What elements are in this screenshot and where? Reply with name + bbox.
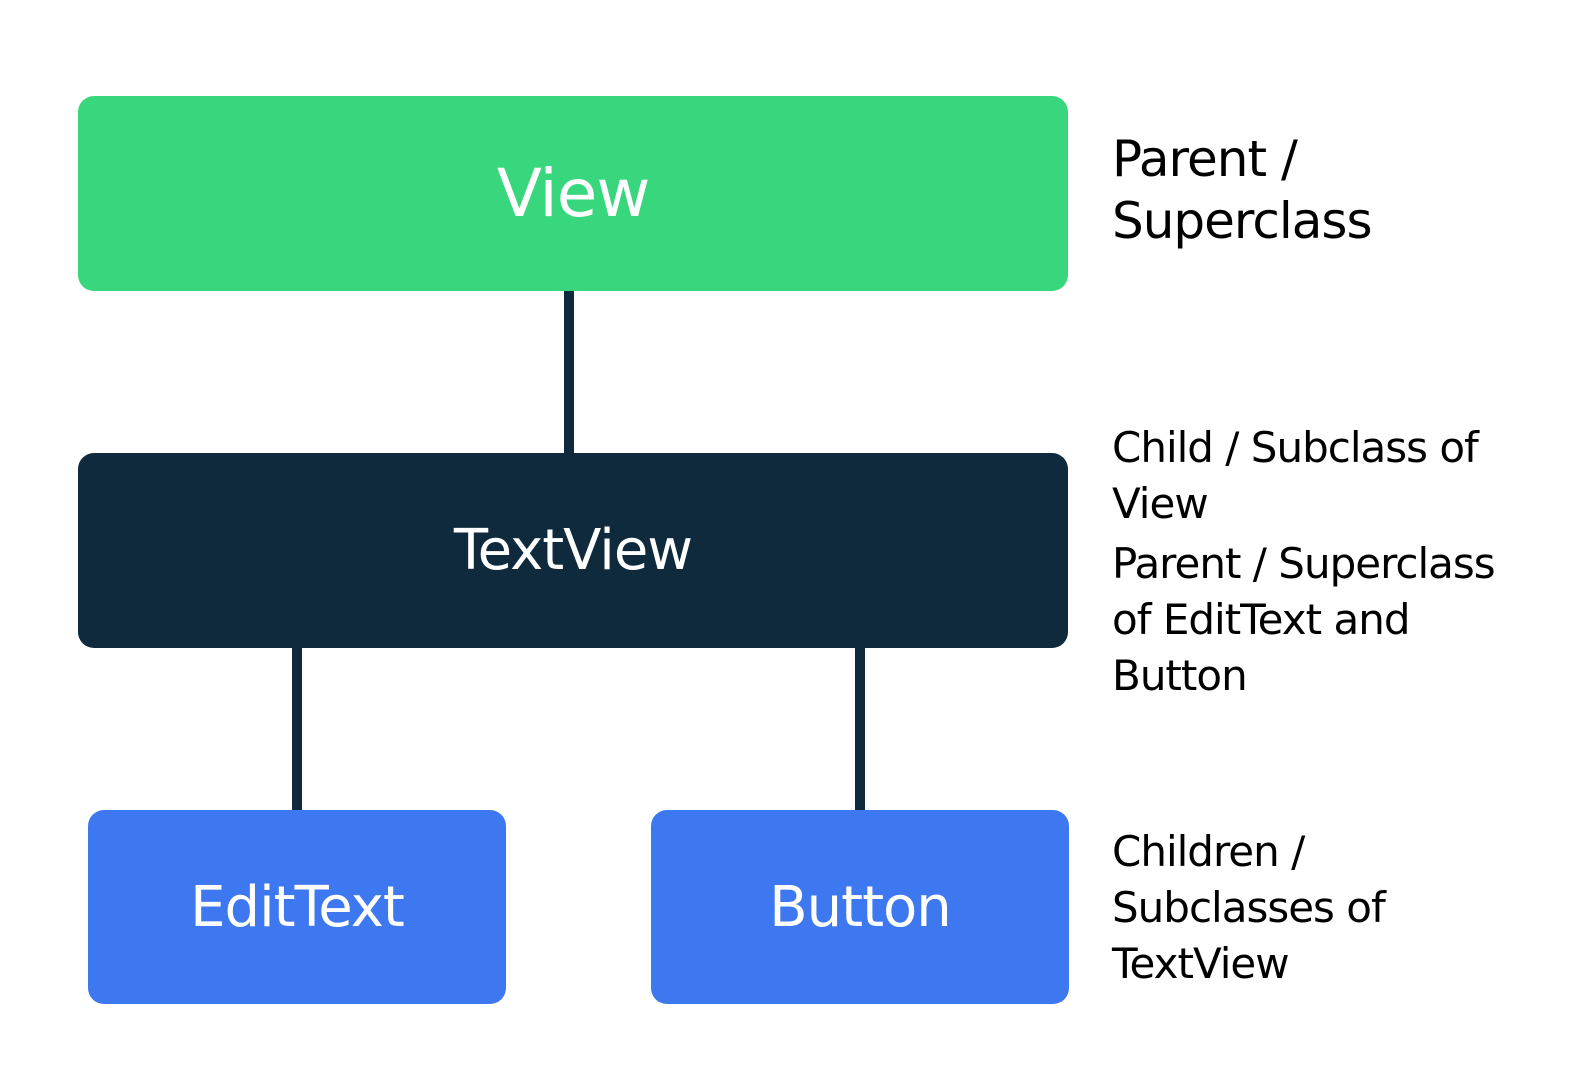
textview-parent-annotation-line: Button (1112, 651, 1248, 700)
children-annotation-line: TextView (1112, 939, 1290, 988)
button-node: Button (651, 810, 1069, 1004)
textview-child-annotation-line: View (1112, 479, 1209, 528)
textview-parent-annotation-line: Parent / Superclass (1112, 539, 1496, 588)
button-node-label: Button (769, 874, 952, 940)
view-node: View (78, 96, 1068, 291)
view-annotation: Parent / Superclass (1112, 128, 1373, 252)
edittext-node-label: EditText (190, 874, 405, 940)
connector-textview-button (855, 648, 865, 810)
connector-view-textview (564, 291, 574, 453)
children-annotation-line: Children / (1112, 827, 1305, 876)
textview-parent-annotation-line: of EditText and (1112, 595, 1410, 644)
edittext-node: EditText (88, 810, 506, 1004)
textview-parent-annotation: Parent / Superclass of EditText and Butt… (1112, 536, 1496, 704)
children-annotation-line: Subclasses of (1112, 883, 1386, 932)
connector-textview-edittext (292, 648, 302, 810)
textview-node-label: TextView (453, 518, 693, 583)
textview-annotation: Child / Subclass of View Parent / Superc… (1112, 420, 1496, 704)
view-node-label: View (496, 155, 651, 232)
textview-node: TextView (78, 453, 1068, 648)
view-annotation-line: Parent / (1112, 130, 1298, 188)
textview-child-annotation-line: Child / Subclass of (1112, 423, 1479, 472)
view-annotation-line: Superclass (1112, 192, 1373, 250)
children-annotation: Children / Subclasses of TextView (1112, 824, 1386, 992)
